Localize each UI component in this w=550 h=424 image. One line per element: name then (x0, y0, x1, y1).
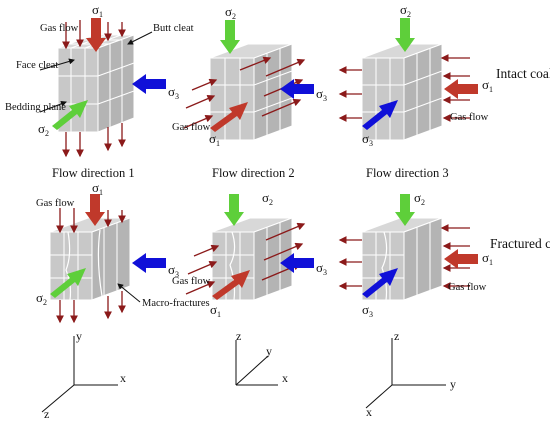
axis-z-label: z (394, 329, 399, 343)
sigma3-label: σ3 (362, 302, 373, 319)
axis-z-label: z (44, 407, 49, 421)
sigma2-label: σ2 (36, 290, 47, 307)
sigma2-label: σ2 (225, 4, 236, 21)
flow-direction-2-caption: Flow direction 2 (212, 166, 295, 180)
sigma1-arrow-red (210, 102, 248, 132)
sigma2-label: σ2 (262, 190, 273, 207)
sigma2-arrow-green (395, 18, 415, 52)
flow-direction-1-caption: Flow direction 1 (52, 166, 135, 180)
axis-x-label: x (282, 371, 288, 385)
panel-5-fractured-cube (185, 194, 314, 301)
bedding-plane-label: Bedding plane (5, 102, 66, 113)
panel-6-fractured-cube (338, 194, 478, 301)
panel-2-intact-cube (183, 20, 314, 141)
cube-side-face (97, 34, 135, 133)
sigma2-label: σ2 (414, 190, 425, 207)
gas-flow-label: Gas flow (448, 282, 487, 293)
axis-z-label: z (236, 329, 241, 343)
gas-flow-label: Gas flow (40, 23, 79, 34)
sigma2-arrow-green (224, 194, 244, 226)
sigma1-arrow-red (444, 249, 478, 269)
axis-y-label: y (450, 377, 456, 391)
butt-cleat-pointer (127, 31, 153, 45)
sigma1-label: σ1 (482, 250, 493, 267)
axis-y-label: y (266, 344, 272, 358)
axis-x-label: x (120, 371, 126, 385)
sigma1-label: σ1 (92, 180, 103, 197)
axis-x-label: x (366, 405, 372, 419)
sigma3-label: σ3 (362, 131, 373, 148)
sigma2-label: σ2 (38, 121, 49, 138)
sigma3-arrow-blue (132, 253, 166, 273)
sigma3-label: σ3 (168, 84, 179, 101)
gas-flow-label: Gas flow (36, 198, 75, 209)
sigma3-arrow-blue (132, 74, 166, 94)
butt-cleat-label: Butt cleat (153, 23, 194, 34)
gas-flow-label: Gas flow (450, 112, 489, 123)
sigma1-arrow-red (444, 79, 478, 99)
sigma3-arrow-blue (280, 79, 314, 99)
face-cleat-pointer (39, 58, 75, 71)
sigma1-label: σ1 (209, 131, 220, 148)
intact-coal-label: Intact coal (496, 66, 550, 81)
sigma2-arrow-green (395, 194, 415, 226)
macro-fractures-pointer (117, 283, 141, 303)
sigma3-label: σ3 (316, 260, 327, 277)
sigma1-arrow-red (86, 18, 106, 52)
sigma3-label: σ3 (168, 262, 179, 279)
macro-fractures-label: Macro-fractures (142, 298, 210, 309)
sigma2-arrow-green (220, 20, 240, 54)
sigma1-arrow-red (212, 270, 250, 300)
sigma2-arrow-green (50, 268, 86, 298)
sigma3-label: σ3 (316, 86, 327, 103)
axes-1 (41, 336, 118, 413)
sigma2-label: σ2 (400, 2, 411, 19)
face-cleat-label: Face cleat (16, 60, 58, 71)
gas-flow-label: Gas flow (172, 276, 211, 287)
axis-y-label: y (76, 329, 82, 343)
axes-3 (365, 338, 446, 409)
sigma1-label: σ1 (210, 302, 221, 319)
panel-1-intact-cube (52, 18, 166, 158)
sigma1-label: σ1 (482, 77, 493, 94)
sigma2-arrow-green (52, 100, 88, 130)
sigma1-arrow-red (85, 194, 105, 226)
fractured-coal-label: Fractured coal (490, 236, 550, 251)
sigma3-arrow-blue (362, 100, 398, 130)
axes-2 (235, 340, 278, 386)
sigma3-arrow-blue (362, 268, 398, 298)
sigma1-label: σ1 (92, 2, 103, 19)
bedding-plane-pointer (39, 100, 67, 113)
panel-4-fractured-cube (49, 194, 166, 324)
flow-direction-3-caption: Flow direction 3 (366, 166, 449, 180)
gas-flow-label: Gas flow (172, 122, 211, 133)
panel-3-intact-cube (338, 18, 478, 141)
sigma3-arrow-blue (280, 253, 314, 273)
